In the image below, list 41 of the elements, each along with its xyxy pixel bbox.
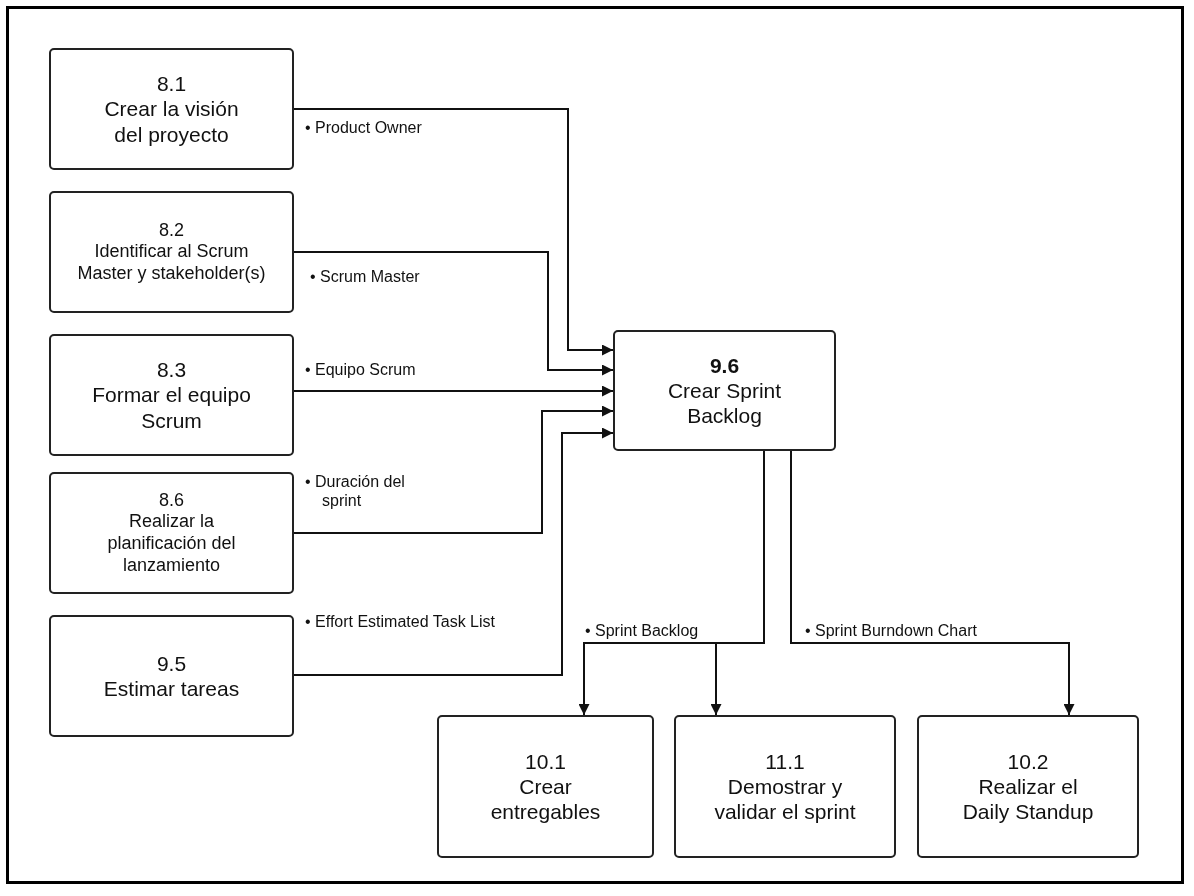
edge-label: • Sprint Backlog	[585, 621, 700, 641]
step-title: Crear Sprint Backlog	[666, 377, 783, 429]
arrow	[710, 450, 765, 716]
edge-label: • Scrum Master	[310, 267, 421, 287]
process-box	[613, 330, 836, 451]
step-title: Identificar al Scrum Master y stakeholder(s)	[76, 241, 267, 285]
arrow	[293, 108, 614, 356]
step-number: 10.1	[525, 748, 566, 774]
step-number: 9.6	[709, 352, 740, 378]
process-box	[49, 334, 294, 456]
edge-label: • Sprint Burndown Chart	[805, 621, 978, 641]
arrow	[293, 427, 614, 676]
process-box	[49, 191, 294, 313]
step-title: Realizar el Daily Standup	[961, 773, 1095, 825]
arrow	[293, 385, 614, 397]
step-number: 8.6	[159, 489, 184, 512]
process-box	[49, 472, 294, 594]
edge-label: • Duración del sprint	[305, 472, 406, 511]
arrow	[293, 251, 614, 376]
step-number: 9.5	[156, 650, 187, 676]
step-number: 8.2	[159, 219, 184, 242]
edge-label: • Equipo Scrum	[305, 360, 417, 380]
step-title: Estimar tareas	[103, 676, 240, 702]
step-title: Crear la visión del proyecto	[103, 96, 240, 147]
step-number: 8.3	[156, 357, 187, 383]
process-box	[674, 715, 896, 858]
step-number: 11.1	[765, 748, 805, 774]
process-box	[49, 615, 294, 737]
step-number: 10.2	[1007, 748, 1049, 774]
arrow	[293, 405, 614, 534]
edge-label: • Product Owner	[305, 118, 423, 138]
step-number: 8.1	[156, 71, 187, 97]
edge-label: • Effort Estimated Task List	[305, 612, 496, 632]
process-box	[437, 715, 654, 858]
step-title: Realizar la planificación del lanzamiento	[106, 511, 237, 577]
step-title: Crear entregables	[489, 773, 602, 825]
arrow	[790, 450, 1075, 716]
process-box	[917, 715, 1139, 858]
process-box	[49, 48, 294, 170]
step-title: Demostrar y validar el sprint	[713, 773, 857, 825]
step-title: Formar el equipo Scrum	[91, 382, 252, 433]
